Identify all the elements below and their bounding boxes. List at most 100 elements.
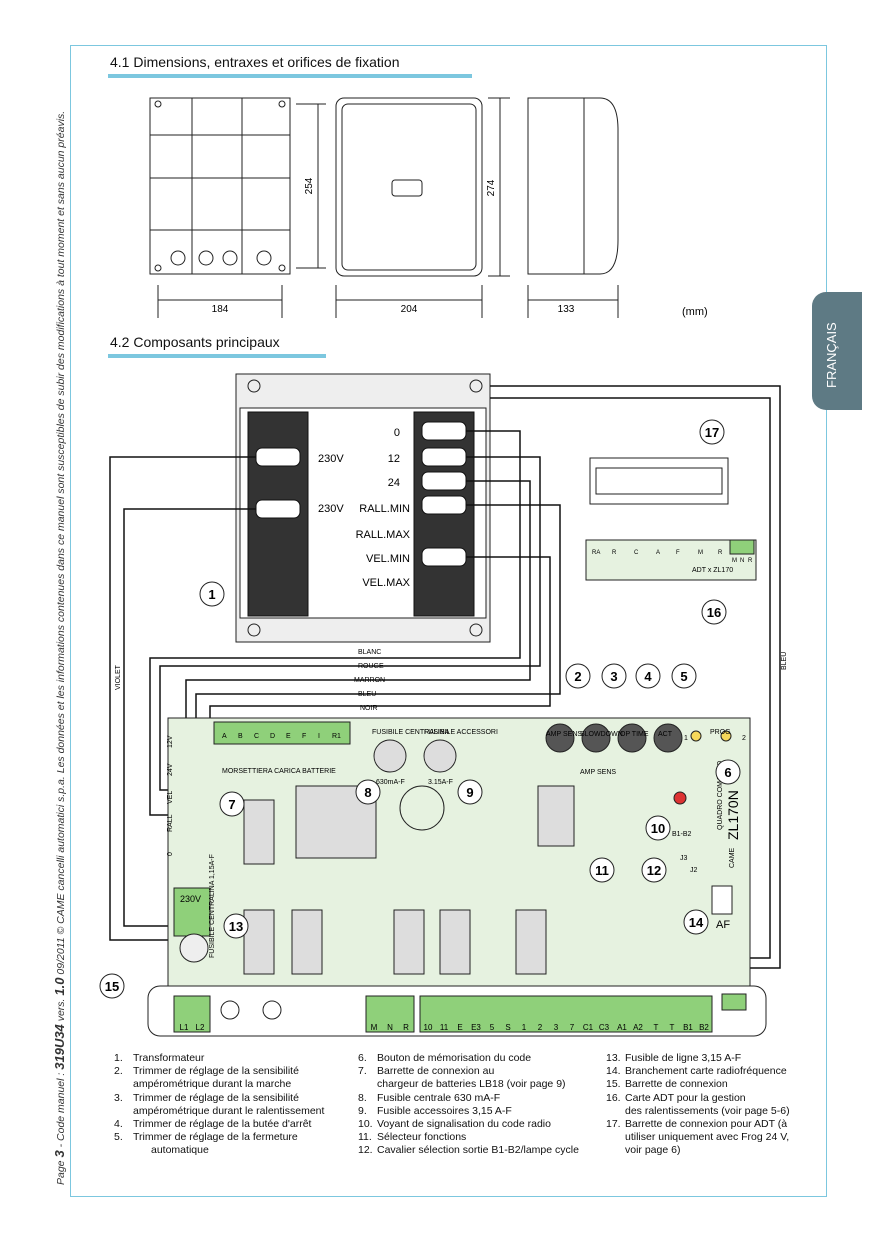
- svg-text:QUADRO COMANDO: QUADRO COMANDO: [717, 760, 724, 830]
- svg-text:F: F: [676, 550, 680, 556]
- legend-column-3: 13.Fusible de ligne 3,15 A-F 14.Branchem…: [606, 1052, 820, 1158]
- svg-text:9: 9: [466, 785, 473, 800]
- legend-item: 6.Bouton de mémorisation du code: [358, 1052, 532, 1064]
- svg-text:AMP SENS: AMP SENS: [546, 731, 582, 738]
- callout-14: 14: [683, 909, 709, 935]
- label-0: 0: [394, 427, 400, 439]
- svg-text:R: R: [718, 550, 723, 556]
- svg-text:11: 11: [440, 1023, 449, 1032]
- page-frame: [70, 45, 827, 1197]
- svg-text:VIOLET: VIOLET: [115, 664, 122, 690]
- svg-text:R: R: [612, 550, 617, 556]
- legend-item: 11.Sélecteur fonctions: [358, 1131, 467, 1144]
- dim-width-front: 184: [212, 304, 229, 315]
- svg-text:C1: C1: [583, 1023, 594, 1032]
- transformer: [235, 373, 491, 643]
- callout-6: 6: [715, 759, 741, 785]
- svg-text:F: F: [302, 733, 306, 740]
- svg-text:J3: J3: [680, 855, 688, 862]
- svg-text:E: E: [457, 1023, 462, 1032]
- svg-text:I: I: [318, 733, 320, 740]
- legend-item: 15.Barrette de connexion: [606, 1078, 728, 1091]
- label-vel-max: VEL.MAX: [362, 577, 410, 589]
- svg-text:A2: A2: [633, 1023, 643, 1032]
- svg-text:L1: L1: [180, 1023, 189, 1032]
- label-12: 12: [388, 453, 400, 465]
- svg-text:FUSIBILE ACCESSORI: FUSIBILE ACCESSORI: [424, 729, 498, 736]
- callout-2: 2: [565, 663, 591, 689]
- callouts: 1 2 3 4 5 6 7 8 9 10 11 12 13 14 15 16 1…: [99, 419, 741, 999]
- components-drawing: 230V 230V 0 12 24 RALL.MIN RALL.MAX VEL.…: [99, 373, 788, 1037]
- callout-4: 4: [635, 663, 661, 689]
- svg-text:24V: 24V: [167, 763, 174, 776]
- callout-8: 8: [355, 779, 381, 805]
- svg-text:M: M: [698, 550, 703, 556]
- section-title-components: 4.2 Composants principaux: [110, 334, 280, 350]
- svg-text:10: 10: [424, 1023, 433, 1032]
- svg-text:S: S: [505, 1023, 510, 1032]
- svg-text:B: B: [238, 733, 243, 740]
- callout-10: 10: [645, 815, 671, 841]
- svg-text:3: 3: [610, 669, 617, 684]
- svg-text:2: 2: [742, 735, 746, 742]
- label-rall-max: RALL.MAX: [356, 529, 411, 541]
- adt-labels: RA R C A F M R M N R ADT x ZL170: [592, 550, 753, 574]
- svg-text:12: 12: [647, 863, 661, 878]
- svg-text:E: E: [286, 733, 291, 740]
- svg-text:1: 1: [684, 735, 688, 742]
- callout-17: 17: [699, 419, 725, 445]
- callout-13: 13: [223, 913, 249, 939]
- callout-5: 5: [671, 663, 697, 689]
- svg-text:A1: A1: [617, 1023, 627, 1032]
- svg-text:R: R: [403, 1023, 409, 1032]
- svg-text:16: 16: [707, 605, 721, 620]
- dim-height-cover: 274: [486, 179, 497, 196]
- label-vel-min: VEL.MIN: [366, 553, 410, 565]
- label-rall-min: RALL.MIN: [359, 503, 410, 515]
- svg-text:T: T: [670, 1023, 675, 1032]
- label-24: 24: [388, 477, 400, 489]
- svg-text:E3: E3: [471, 1023, 481, 1032]
- svg-text:N: N: [740, 558, 744, 564]
- svg-text:6: 6: [724, 765, 731, 780]
- svg-text:7: 7: [570, 1023, 575, 1032]
- svg-text:CAME: CAME: [729, 847, 736, 868]
- callout-15: 15: [99, 973, 125, 999]
- svg-text:FUSIBILE CENTRALINA 1,15A-F: FUSIBILE CENTRALINA 1,15A-F: [209, 854, 216, 958]
- svg-text:8: 8: [364, 785, 371, 800]
- svg-text:M: M: [371, 1023, 378, 1032]
- dimensions-drawing: 184 204 133 254 274 (mm): [149, 97, 708, 318]
- svg-text:1: 1: [208, 587, 215, 602]
- legend-item: 13.Fusible de ligne 3,15 A-F: [606, 1052, 742, 1064]
- legend-column-1: 1.Transformateur 2.Trimmer de réglage de…: [114, 1052, 346, 1158]
- language-tab[interactable]: FRANÇAIS: [812, 292, 862, 410]
- svg-text:230V: 230V: [180, 894, 201, 904]
- svg-text:ADT x ZL170: ADT x ZL170: [692, 567, 733, 574]
- svg-text:PROG: PROG: [710, 729, 731, 736]
- svg-text:MORSETTIERA CARICA BATTERIE: MORSETTIERA CARICA BATTERIE: [222, 768, 336, 775]
- svg-text:630mA-F: 630mA-F: [376, 779, 405, 786]
- svg-text:RA: RA: [592, 550, 600, 556]
- svg-text:C: C: [634, 550, 639, 556]
- svg-text:7: 7: [228, 797, 235, 812]
- adt-card: [585, 539, 757, 581]
- callout-16: 16: [701, 599, 727, 625]
- svg-text:BLEU: BLEU: [781, 652, 788, 670]
- callout-12: 12: [641, 857, 667, 883]
- legend-item: 1.Transformateur: [114, 1052, 205, 1064]
- callout-9: 9: [457, 779, 483, 805]
- svg-text:AMP SENS: AMP SENS: [580, 769, 616, 776]
- svg-text:13: 13: [229, 919, 243, 934]
- callout-3: 3: [601, 663, 627, 689]
- svg-text:C3: C3: [599, 1023, 610, 1032]
- svg-text:0: 0: [167, 852, 174, 856]
- section-bar: [108, 354, 326, 358]
- svg-text:T: T: [654, 1023, 659, 1032]
- legend-item: 9.Fusible accessoires 3,15 A-F: [358, 1104, 512, 1117]
- bottom-terminal-strip: [147, 985, 767, 1037]
